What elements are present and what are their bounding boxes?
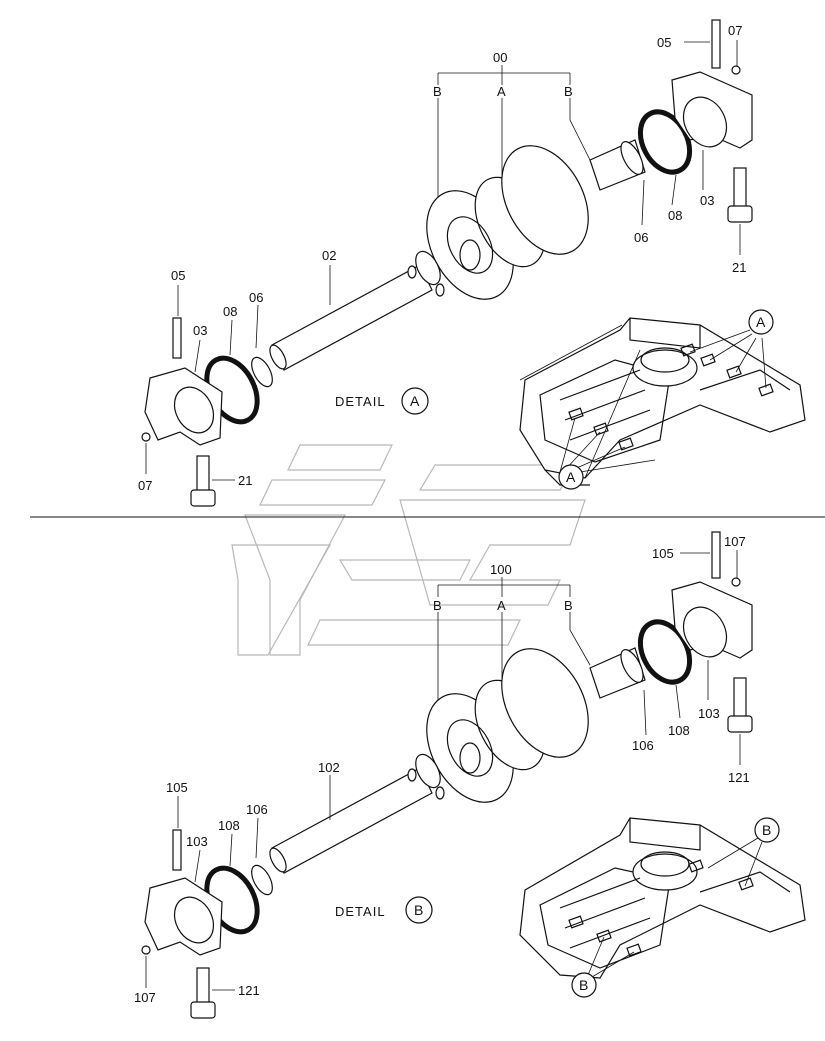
bottom-ring-left bbox=[415, 753, 441, 789]
bottom-assembly-bracket bbox=[437, 577, 591, 745]
bottom-callout-lower bbox=[571, 972, 597, 998]
top-part-21-right: 21 bbox=[732, 260, 746, 275]
bottom-housing-left bbox=[141, 829, 223, 956]
watermark-logo bbox=[231, 444, 586, 656]
top-detail-label: DETAIL bbox=[335, 394, 386, 409]
top-roller bbox=[426, 145, 589, 300]
top-part-03-right: 03 bbox=[700, 193, 714, 208]
top-housing-right bbox=[671, 19, 753, 149]
bottom-part-105-right: 105 bbox=[652, 546, 674, 561]
top-part-05-right: 05 bbox=[657, 35, 671, 50]
top-detail-circle bbox=[401, 387, 429, 415]
top-callout-lines bbox=[519, 324, 767, 479]
bottom-bolt-right bbox=[727, 677, 753, 733]
top-shaft-right-end bbox=[589, 139, 646, 191]
bottom-shaft-right-end bbox=[589, 647, 646, 699]
bottom-part-103-left: 103 bbox=[186, 834, 208, 849]
top-part-07-left: 07 bbox=[138, 478, 152, 493]
top-label-b-right: B bbox=[564, 84, 573, 99]
bottom-shaft bbox=[269, 767, 445, 874]
bottom-bolt-left bbox=[190, 967, 216, 1019]
bottom-part-108-right: 108 bbox=[668, 723, 690, 738]
top-callout-upper bbox=[748, 309, 774, 335]
bottom-part-106-left: 106 bbox=[246, 802, 268, 817]
top-part-06-left: 06 bbox=[249, 290, 263, 305]
bottom-ring-left-106 bbox=[251, 864, 273, 896]
top-part-21-left: 21 bbox=[238, 473, 252, 488]
top-label-b-left: B bbox=[433, 84, 442, 99]
bottom-part-106-right: 106 bbox=[632, 738, 654, 753]
bottom-label-b-right: B bbox=[564, 598, 573, 613]
top-part-02: 02 bbox=[322, 248, 336, 263]
top-shaft bbox=[269, 264, 445, 371]
bottom-roller bbox=[426, 648, 589, 803]
top-assembly-number: 00 bbox=[493, 50, 507, 65]
bottom-callout-upper bbox=[754, 817, 780, 843]
bottom-assembly: 100 B A B bbox=[134, 531, 806, 1019]
top-part-07-right: 07 bbox=[728, 23, 742, 38]
bottom-part-102: 102 bbox=[318, 760, 340, 775]
top-track-frame bbox=[519, 317, 806, 486]
top-part-06-right: 06 bbox=[634, 230, 648, 245]
bottom-part-121-right: 121 bbox=[728, 770, 750, 785]
bottom-detail-letter: B bbox=[414, 902, 423, 918]
top-leader-lines bbox=[145, 40, 741, 481]
top-bolt-right bbox=[727, 167, 753, 223]
top-callout-lower-letter: A bbox=[566, 469, 576, 485]
bottom-part-107-left: 107 bbox=[134, 990, 156, 1005]
top-bolt-left bbox=[190, 455, 216, 507]
bottom-label-a: A bbox=[497, 598, 506, 613]
top-assembly: 00 B A B bbox=[138, 19, 806, 507]
top-part-08-right: 08 bbox=[668, 208, 682, 223]
top-housing-left bbox=[141, 317, 223, 446]
top-part-08-left: 08 bbox=[223, 304, 237, 319]
bottom-callout-upper-letter: B bbox=[762, 822, 771, 838]
bottom-callout-lines bbox=[587, 837, 763, 978]
bottom-track-frame bbox=[519, 817, 806, 979]
top-part-05-left: 05 bbox=[171, 268, 185, 283]
top-callout-lower bbox=[558, 464, 584, 490]
top-label-a: A bbox=[497, 84, 506, 99]
bottom-part-107-right: 107 bbox=[724, 534, 746, 549]
top-ring-left-06 bbox=[251, 356, 273, 388]
top-part-03-left: 03 bbox=[193, 323, 207, 338]
bottom-detail-label: DETAIL bbox=[335, 904, 386, 919]
top-ring-left bbox=[415, 250, 441, 286]
bottom-detail-circle bbox=[405, 896, 433, 924]
bottom-leader-lines bbox=[145, 550, 741, 991]
bottom-callout-lower-letter: B bbox=[579, 977, 588, 993]
bottom-part-108-left: 108 bbox=[218, 818, 240, 833]
bottom-part-121-left: 121 bbox=[238, 983, 260, 998]
bottom-part-105-left: 105 bbox=[166, 780, 188, 795]
bottom-label-b-left: B bbox=[433, 598, 442, 613]
top-callout-upper-letter: A bbox=[756, 314, 766, 330]
top-detail-letter: A bbox=[410, 393, 420, 409]
bottom-assembly-number: 100 bbox=[490, 562, 512, 577]
bottom-housing-right bbox=[671, 531, 753, 659]
bottom-part-103-right: 103 bbox=[698, 706, 720, 721]
